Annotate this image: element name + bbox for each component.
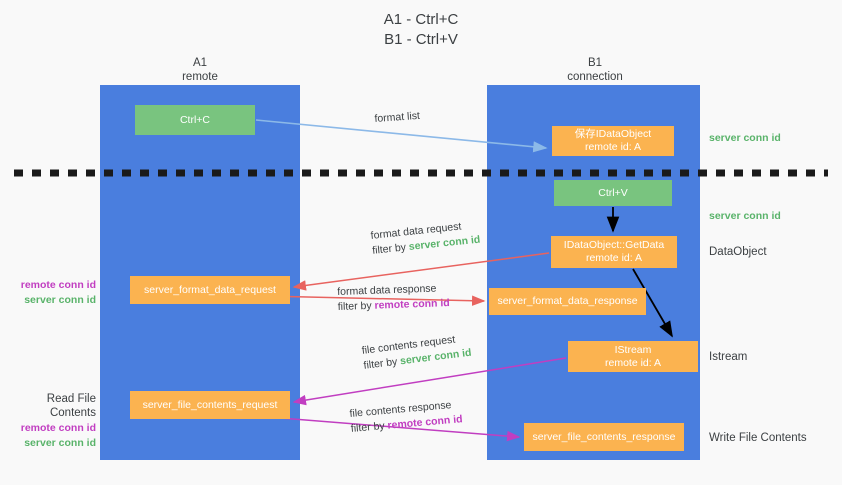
label-dataobject: DataObject <box>709 246 767 258</box>
label-read-file-contents: Read File Contents <box>46 393 96 419</box>
label-server-conn-id-1: server conn id <box>24 294 96 306</box>
filter-by-text-4: filter by <box>350 419 389 435</box>
label-conn-ids-format: remote conn id server conn id <box>0 277 96 307</box>
annotation-file-contents-response: file contents response filter by remote … <box>349 397 463 437</box>
annotation-format-list: format list <box>374 109 421 125</box>
annotation-remote-conn-id-2: remote conn id <box>387 413 464 432</box>
column-header-b1: B1 connection <box>567 57 623 83</box>
box-ctrl-c[interactable]: Ctrl+C <box>135 105 255 135</box>
box-istream[interactable]: IStream remote id: A <box>568 341 698 372</box>
box-ctrl-v[interactable]: Ctrl+V <box>554 180 672 206</box>
column-header-a1: A1 remote <box>182 57 218 83</box>
box-server-file-contents-response[interactable]: server_file_contents_response <box>524 423 684 451</box>
label-server-conn-id-mid: server conn id <box>709 210 781 222</box>
label-istream: Istream <box>709 351 748 363</box>
page-title: A1 - Ctrl+C B1 - Ctrl+V <box>383 11 459 48</box>
label-server-conn-id-2: server conn id <box>24 437 96 449</box>
annotation-format-data-response: format data response filter by remote co… <box>337 281 450 315</box>
label-remote-conn-id-2: remote conn id <box>20 422 96 434</box>
box-server-file-contents-request[interactable]: server_file_contents_request <box>130 391 290 419</box>
label-remote-conn-id-1: remote conn id <box>20 279 96 291</box>
box-idataobject-getdata[interactable]: IDataObject::GetData remote id: A <box>551 236 677 268</box>
annotation-format-data-request: format data request filter by server con… <box>370 218 481 259</box>
label-server-conn-id-top: server conn id <box>709 132 781 144</box>
filter-by-text-2: filter by <box>337 299 375 313</box>
annotation-fdresp-line2: filter by remote conn id <box>338 296 450 315</box>
filter-by-text-1: filter by <box>371 241 410 257</box>
label-write-file-contents: Write File Contents <box>709 432 807 444</box>
annotation-file-contents-request: file contents request filter by server c… <box>361 331 472 374</box>
box-server-format-data-request[interactable]: server_format_data_request <box>130 276 290 304</box>
filter-by-text-3: filter by <box>362 355 401 372</box>
annotation-remote-conn-id-1: remote conn id <box>374 297 450 312</box>
box-save-idataobject[interactable]: 保存IDataObject remote id: A <box>552 126 674 156</box>
box-server-format-data-response[interactable]: server_format_data_response <box>489 288 646 315</box>
label-read-file-contents-group: Read File Contents remote conn id server… <box>0 392 96 450</box>
annotation-fdresp-line1: format data response <box>337 282 437 298</box>
